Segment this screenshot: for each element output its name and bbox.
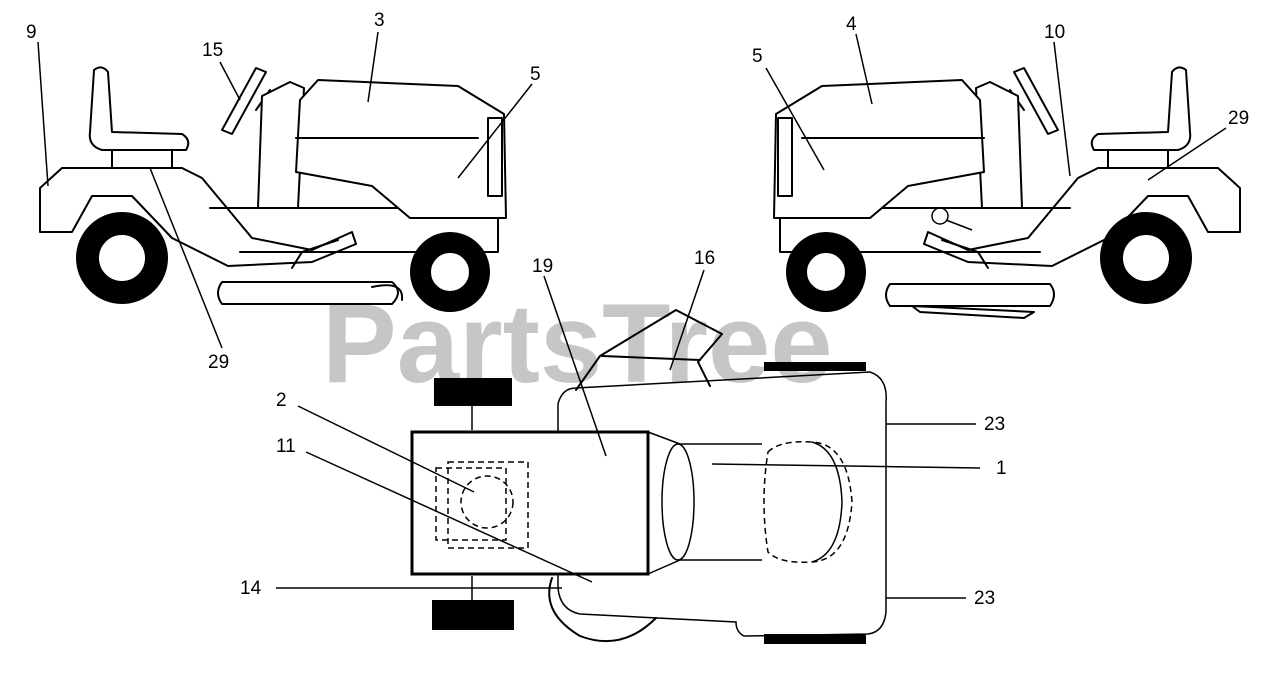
dash-ellipse [661,443,695,561]
rear-rim [97,233,147,283]
steering-wheel [1013,67,1059,135]
leader-5-left [457,83,533,179]
leader-3 [367,31,379,103]
foot-rest [941,239,989,269]
leader-11 [305,451,593,583]
callout-29-right: 29 [1228,108,1249,129]
callout-23-bottom: 23 [974,588,995,609]
leader-16 [669,269,705,371]
tractor-left-side-view [39,66,507,312]
front-wheel-top-right [764,634,866,644]
cowl-bottom [647,559,762,575]
dashed-circle [460,475,514,529]
cowl-top [647,431,762,445]
callout-19: 19 [532,256,553,277]
rear-wheel-top-left [434,378,512,406]
discharge-chute [371,284,404,301]
callout-10: 10 [1044,22,1065,43]
leader-lines [37,31,1227,599]
leader-10 [1053,41,1071,177]
leader-4 [855,33,873,105]
front-wheel-top-left [764,362,866,371]
callout-16: 16 [694,248,715,269]
callout-3: 3 [374,10,385,31]
foot-rest [291,239,339,269]
leader-5-right [765,67,825,171]
front-rim [805,251,847,293]
seat-base [111,149,173,169]
hood [295,79,507,219]
watermark-text: PartsTree [322,281,833,406]
leader-15 [219,61,241,101]
leader-1 [711,463,981,469]
dash-tower [257,81,305,209]
callout-numbers: 9 15 3 5 29 4 5 10 29 19 16 2 11 14 23 1… [26,10,1249,609]
callout-23-top: 23 [984,414,1005,435]
frame-rail [209,207,499,253]
hood [773,79,985,219]
lever-knob [931,207,949,225]
rear-rim [1121,233,1171,283]
body-outline [557,371,887,637]
hood-lens-outer [763,440,853,564]
leader-2 [297,405,475,493]
callout-29-left: 29 [208,352,229,373]
grille [777,117,793,197]
callout-1: 1 [996,458,1007,479]
seat-rectangle [410,430,650,576]
grille [487,117,503,197]
leader-9 [37,41,49,187]
steering-wheel-outline [575,309,723,391]
seat-base [1107,149,1169,169]
callout-14: 14 [240,578,262,599]
tractor-right-side-view [773,66,1241,319]
mower-deck [885,283,1055,307]
leader-29-right [1147,127,1227,181]
callout-11: 11 [276,436,296,457]
deck-skirt [911,305,1035,319]
hood-lens-inner [811,441,843,563]
rear-wheel-top-right [432,600,514,630]
dash-tower [975,81,1023,209]
callout-5-right: 5 [752,46,763,67]
pedal-curve [548,577,657,643]
steering-wheel-spoke [601,355,701,361]
callout-9: 9 [26,22,37,43]
callout-15: 15 [202,40,223,61]
lever-shaft [945,219,973,231]
dashed-box-outer [435,467,507,541]
dashed-box-inner [447,461,529,549]
seat [88,66,190,151]
frame-rail [779,207,1071,253]
callout-4: 4 [846,14,857,35]
callout-2: 2 [276,390,287,411]
leader-29-left [149,167,223,349]
callout-5-left: 5 [530,64,541,85]
mower-deck [217,281,399,305]
leader-19 [543,275,607,457]
seat [1090,66,1192,151]
tractor-top-view [410,309,887,644]
watermark: PartsTree TM [322,281,945,406]
steering-wheel [221,67,267,135]
front-rim [429,251,471,293]
